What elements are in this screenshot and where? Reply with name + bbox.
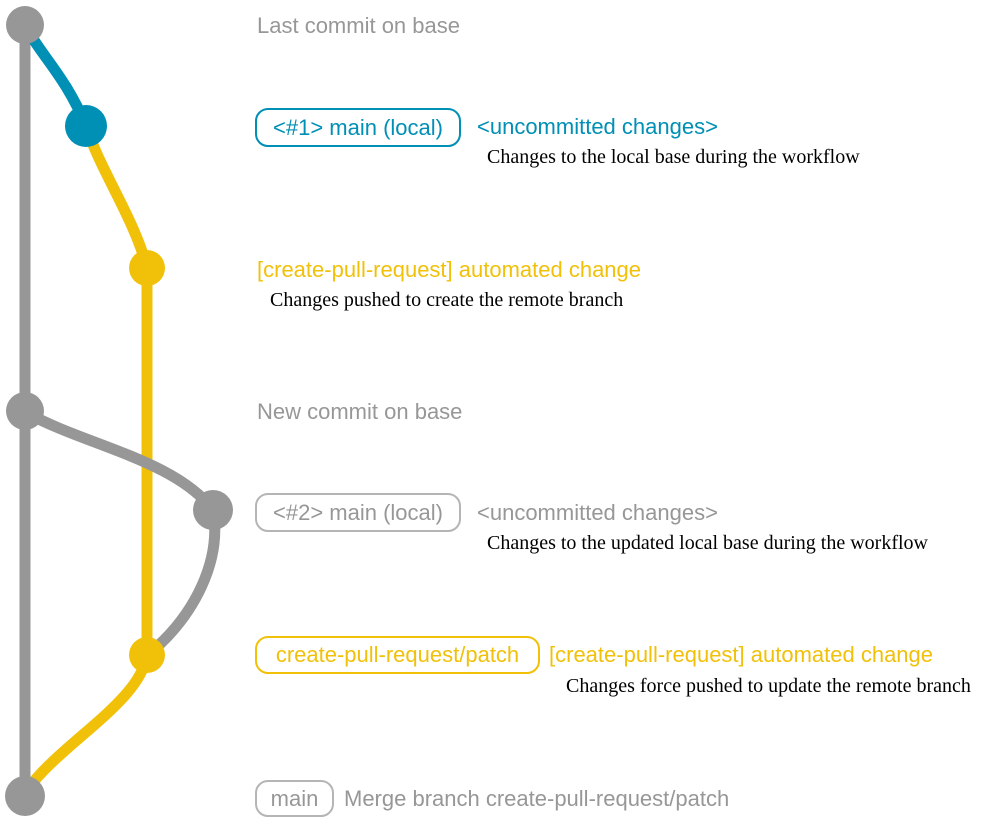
commit-message-automated-change-2: [create-pull-request] automated change	[549, 642, 934, 667]
commit-message-uncommitted-2: <uncommitted changes>	[477, 500, 718, 525]
label-last-commit-on-base: Last commit on base	[257, 13, 460, 38]
caption-updated-local-base-changes: Changes to the updated local base during…	[487, 532, 928, 554]
commit-merge-dot	[5, 776, 45, 816]
commit-auto-change-1-dot	[129, 250, 165, 286]
base-update-line	[21, 407, 221, 659]
caption-pushed-create-remote-branch: Changes pushed to create the remote bran…	[270, 289, 624, 311]
branch-badge-main-local-1-text: <#1> main (local)	[273, 114, 443, 140]
commit-2-local-main-dot	[193, 490, 233, 530]
branch-badge-create-pull-request-patch-text: create-pull-request/patch	[275, 642, 520, 667]
branch-badge-main-local-2-text: <#2> main (local)	[273, 499, 443, 525]
commit-message-uncommitted-1: <uncommitted changes>	[477, 114, 718, 139]
branch-badge-main-local-2: <#2> main (local)	[255, 493, 461, 532]
caption-force-pushed-update-remote-branch: Changes force pushed to update the remot…	[566, 675, 971, 697]
commit-1-local-main-dot	[65, 105, 107, 147]
branch-badge-main: main	[255, 780, 334, 817]
commit-message-automated-change-1: [create-pull-request] automated change	[257, 257, 642, 282]
commit-last-base-dot	[6, 6, 44, 44]
commit-auto-change-2-dot	[129, 637, 165, 673]
branch-badge-main-text: main	[270, 785, 319, 811]
branch-badge-main-local-1: <#1> main (local)	[255, 108, 461, 147]
label-new-commit-on-base: New commit on base	[257, 399, 463, 424]
caption-local-base-changes-1: Changes to the local base during the wor…	[487, 146, 860, 168]
commit-new-base-dot	[6, 392, 44, 430]
branch-badge-create-pull-request-patch: create-pull-request/patch	[255, 636, 540, 674]
commit-message-merge-branch: Merge branch create-pull-request/patch	[344, 786, 730, 811]
